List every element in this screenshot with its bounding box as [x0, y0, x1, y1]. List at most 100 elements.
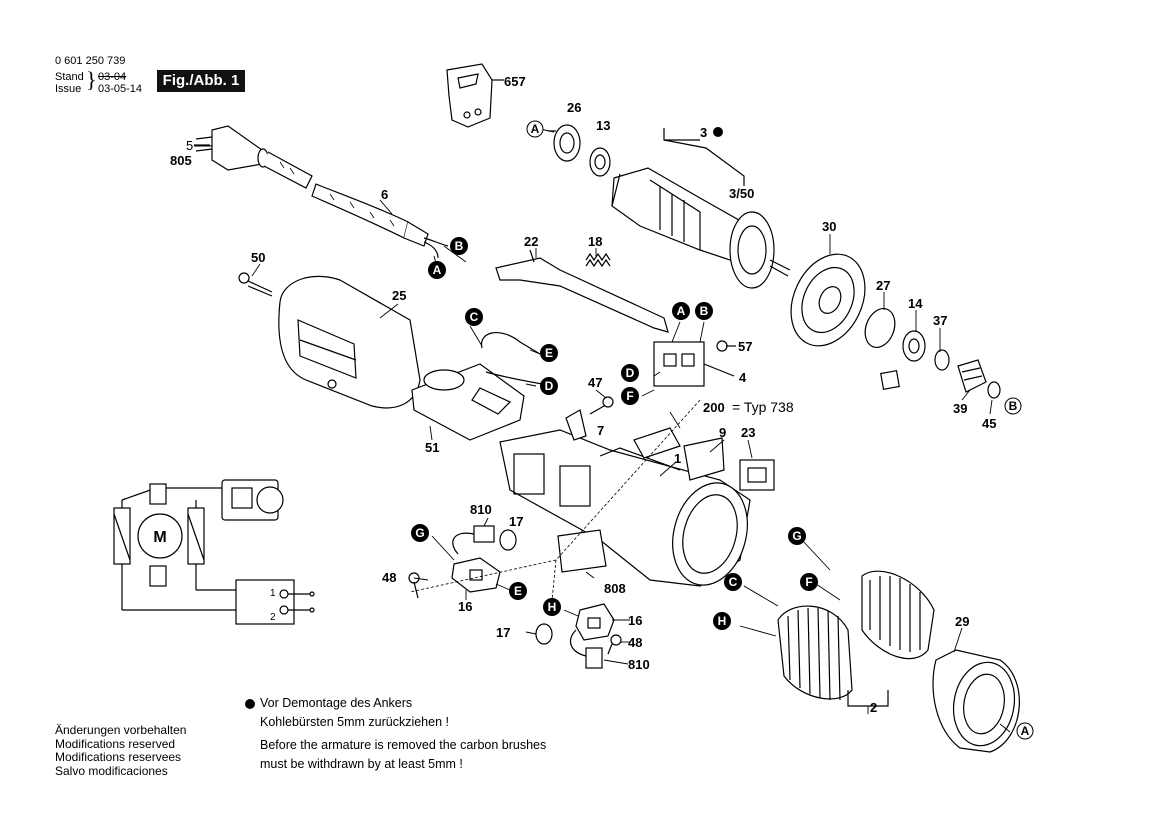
- schematic-text: M 1 2: [153, 529, 276, 623]
- label-16-a: 16: [458, 599, 472, 614]
- label-6: 6: [381, 187, 388, 202]
- label-808: [557, 529, 607, 573]
- switch-4: [653, 341, 735, 387]
- connector-G-1: G: [415, 526, 424, 540]
- connector-E-2: E: [514, 584, 522, 598]
- label-48-b: 48: [628, 635, 642, 650]
- connector-B-2: B: [700, 304, 709, 318]
- connector-C-1: C: [470, 310, 479, 324]
- label-4: 4: [739, 370, 747, 385]
- label-37: 37: [933, 313, 947, 328]
- carbon-brush-810b: [569, 629, 603, 669]
- connector-H-1: H: [548, 600, 557, 614]
- stand-value: 03-04: [98, 71, 127, 83]
- switch-rod-22: [495, 249, 669, 333]
- housing-cap-25: [278, 275, 421, 409]
- assembly-guide-lines: [409, 399, 701, 601]
- guard-29: [932, 649, 1020, 753]
- label-57: 57: [738, 339, 752, 354]
- connector-A-4: A: [1021, 724, 1030, 738]
- connector-F-2: F: [805, 575, 812, 589]
- label-1: 1: [674, 451, 681, 466]
- label-810-a: 810: [470, 502, 492, 517]
- wiring-schematic: [113, 479, 315, 625]
- label-47: 47: [588, 375, 602, 390]
- spring-18: [585, 252, 611, 268]
- power-cord-6: [195, 125, 449, 259]
- label-3-50: 3/50: [729, 186, 754, 201]
- label-39: 39: [953, 401, 967, 416]
- carbon-brush-810a: [452, 525, 495, 555]
- label-7: 7: [597, 423, 604, 438]
- button-23: [739, 459, 775, 491]
- issue-label: Issue: [55, 83, 82, 95]
- label-805: 805: [170, 153, 192, 168]
- issue-value: 03-05-14: [98, 83, 143, 95]
- stand-label: Stand: [55, 71, 84, 83]
- motor-housing-1: [499, 429, 751, 587]
- screw-47: [589, 396, 614, 415]
- label-810-b: 810: [628, 657, 650, 672]
- bracket-plate-657: [446, 63, 504, 128]
- connector-D-2: D: [626, 366, 635, 380]
- label-14: 14: [908, 296, 923, 311]
- screw-48a: [408, 572, 420, 599]
- spring-17b: [535, 623, 553, 645]
- label-200: 200: [703, 400, 725, 415]
- label-2: 2: [870, 700, 877, 715]
- label-5: 5: [186, 138, 193, 153]
- connector-A-1: A: [531, 122, 540, 136]
- connector-G-2: G: [792, 529, 801, 543]
- note-de-line2: Kohlebürsten 5mm zurückziehen !: [260, 715, 449, 729]
- modifications-fr: Modifications reservees: [55, 750, 182, 764]
- label-13: 13: [596, 118, 610, 133]
- field-coil-2-upper: [861, 570, 935, 660]
- label-48-a: 48: [382, 570, 396, 585]
- plate-9: [683, 437, 725, 481]
- nut-45: [987, 381, 1001, 399]
- key-insert: [880, 370, 900, 390]
- label-23: 23: [741, 425, 755, 440]
- label-808: 808: [604, 581, 626, 596]
- spring-17a: [499, 529, 517, 551]
- brush-holder-16a: [451, 557, 501, 593]
- connector-A-3: A: [677, 304, 686, 318]
- connector-B-3: B: [1009, 399, 1018, 413]
- figure-label: Fig./Abb. 1: [157, 70, 245, 92]
- connector-F-1: F: [626, 389, 633, 403]
- label-45: 45: [982, 416, 996, 431]
- connector-B-1: B: [455, 239, 464, 253]
- screw-57: [716, 340, 736, 352]
- bearing-14: [902, 330, 926, 362]
- connector-H-2: H: [718, 614, 727, 628]
- modifications-es: Salvo modificaciones: [55, 763, 168, 778]
- bearing-13: [589, 147, 611, 177]
- label-26: 26: [567, 100, 581, 115]
- label-3: 3: [700, 125, 707, 140]
- armature-note-bullet: [713, 127, 723, 137]
- connector-markers: A B A C E D A B D F B G E H G C F H A: [411, 120, 1034, 740]
- note-bullet: [245, 699, 255, 709]
- brush-holder-16b: [575, 603, 615, 641]
- connector-A-2: A: [433, 263, 442, 277]
- label-27: 27: [876, 278, 890, 293]
- label-30: 30: [822, 219, 836, 234]
- spring-clip-7: [565, 409, 587, 441]
- switch-contact-1: 1: [270, 588, 276, 599]
- connector-D-1: D: [545, 379, 554, 393]
- label-657: 657: [504, 74, 526, 89]
- fan-30: [790, 253, 866, 347]
- label-16-b: 16: [628, 613, 642, 628]
- washer-37: [934, 349, 950, 371]
- label-22: 22: [524, 234, 538, 249]
- label-18: 18: [588, 234, 602, 249]
- ring-27: [864, 308, 896, 348]
- note-en-line2: must be withdrawn by at least 5mm !: [260, 757, 463, 771]
- brace-glyph: }: [86, 67, 97, 92]
- label-200-typ: = Typ 738: [732, 399, 794, 415]
- speed-control-51: [411, 332, 543, 441]
- field-coil-2-lower: [777, 605, 853, 701]
- motor-symbol-label: M: [153, 529, 166, 546]
- label-9: 9: [719, 425, 726, 440]
